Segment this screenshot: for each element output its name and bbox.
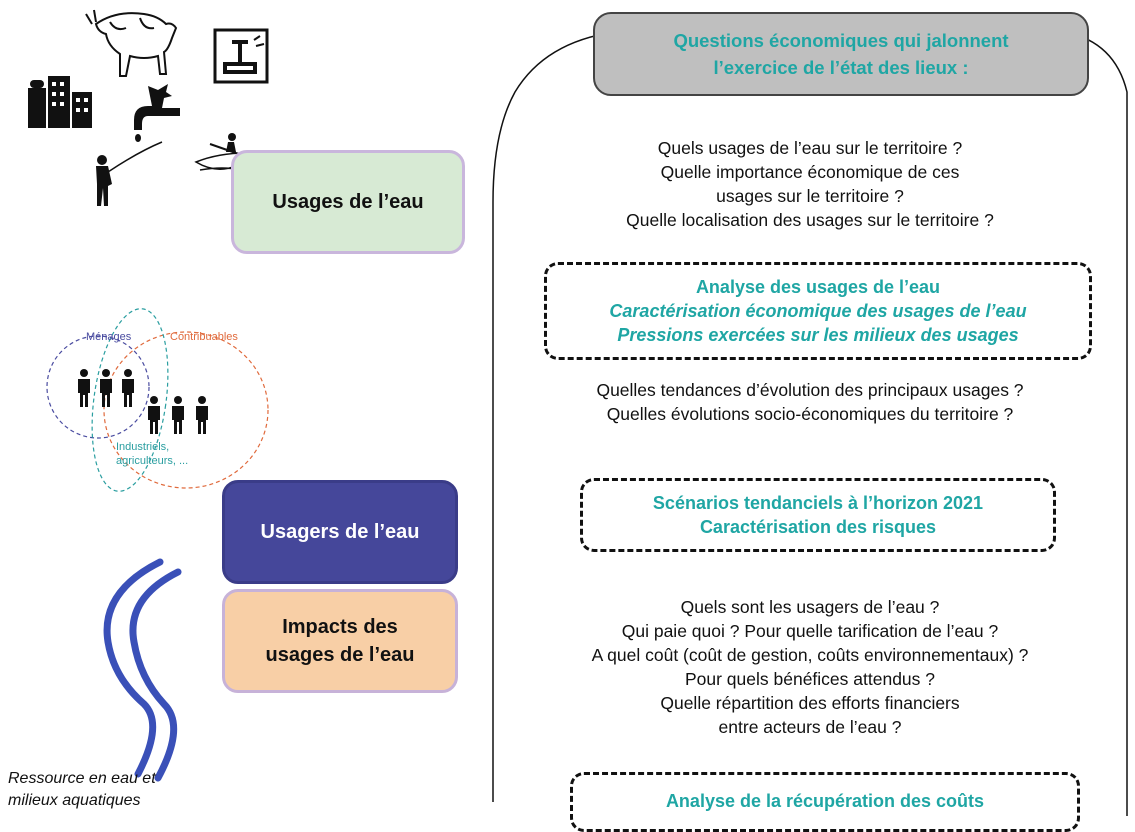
menages-label: Ménages — [86, 331, 132, 343]
contribuables-circle — [103, 331, 269, 489]
scenarios-box: Scénarios tendanciels à l’horizon 2021 C… — [580, 478, 1056, 552]
recuperation-line: Analyse de la récupération des coûts — [665, 791, 985, 811]
impacts-line-2: usages de l’eau — [265, 644, 415, 666]
pressions-line: Pressions exercées sur les milieux des u… — [617, 325, 1019, 345]
question-line: entre acteurs de l’eau ? — [718, 717, 902, 737]
scenarios-line-2: Caractérisation des risques — [699, 517, 937, 537]
caracterisation-line: Caractérisation économique des usages de… — [609, 301, 1027, 321]
impacts-line-1: Impacts des — [282, 616, 398, 638]
analyse-usages-title: Analyse des usages de l’eau — [695, 277, 941, 297]
cow-icon — [85, 9, 178, 77]
usagers-label: Usagers de l’eau — [260, 520, 420, 543]
city-buildings-icon — [28, 76, 92, 128]
venn-diagram — [46, 308, 269, 492]
ressource-caption: Ressource en eau et milieux aquatiques — [8, 768, 228, 812]
question-line: Quels sont les usagers de l’eau ? — [680, 597, 940, 617]
questions-usages: Quels usages de l’eau sur le territoire … — [490, 136, 1130, 232]
header-line-1: Questions économiques qui jalonnent — [673, 30, 1009, 51]
recuperation-couts-box: Analyse de la récupération des coûts — [570, 772, 1080, 832]
usages-label: Usages de l’eau — [272, 190, 424, 213]
question-line: Quels usages de l’eau sur le territoire … — [657, 138, 963, 158]
questions-tendances: Quelles tendances d’évolution des princi… — [490, 378, 1130, 426]
question-line: Pour quels bénéfices attendus ? — [684, 669, 936, 689]
usages-box: Usages de l’eau — [231, 150, 465, 254]
industriels-label: Industriels, agriculteurs, ... — [116, 440, 188, 468]
scenarios-line-1: Scénarios tendanciels à l’horizon 2021 — [652, 493, 984, 513]
fisherman-icon — [96, 141, 163, 206]
clipart-group — [28, 9, 269, 782]
ressource-line-2: milieux aquatiques — [8, 792, 141, 809]
questions-header: Questions économiques qui jalonnent l’ex… — [593, 12, 1089, 96]
question-line: Quelles tendances d’évolution des princi… — [596, 380, 1024, 400]
header-line-2: l’exercice de l’état des lieux : — [713, 57, 969, 78]
ressource-line-1: Ressource en eau et — [8, 770, 156, 787]
usagers-box: Usagers de l’eau — [222, 480, 458, 584]
question-line: Quelle localisation des usages sur le te… — [626, 210, 994, 230]
question-line: Quelle importance économique de ces — [660, 162, 960, 182]
contribuables-label: Contribuables — [170, 331, 238, 343]
question-line: A quel coût (coût de gestion, coûts envi… — [591, 645, 1029, 665]
people-icon — [78, 369, 208, 434]
question-line: Qui paie quoi ? Pour quelle tarification… — [621, 621, 999, 641]
factory-icon — [213, 28, 269, 84]
industriels-circle — [91, 308, 169, 492]
analyse-usages-box: Analyse des usages de l’eau Caractérisat… — [544, 262, 1092, 360]
industriels-line-1: Industriels, — [116, 441, 170, 453]
river-icon — [103, 558, 182, 782]
questions-usagers: Quels sont les usagers de l’eau ? Qui pa… — [490, 595, 1130, 739]
industriels-line-2: agriculteurs, ... — [116, 455, 189, 467]
menages-circle — [46, 335, 150, 439]
faucet-icon — [134, 84, 180, 142]
question-line: Quelles évolutions socio-économiques du … — [606, 404, 1014, 424]
impacts-box: Impacts des usages de l’eau — [222, 589, 458, 693]
question-line: usages sur le territoire ? — [716, 186, 904, 206]
question-line: Quelle répartition des efforts financier… — [660, 693, 960, 713]
